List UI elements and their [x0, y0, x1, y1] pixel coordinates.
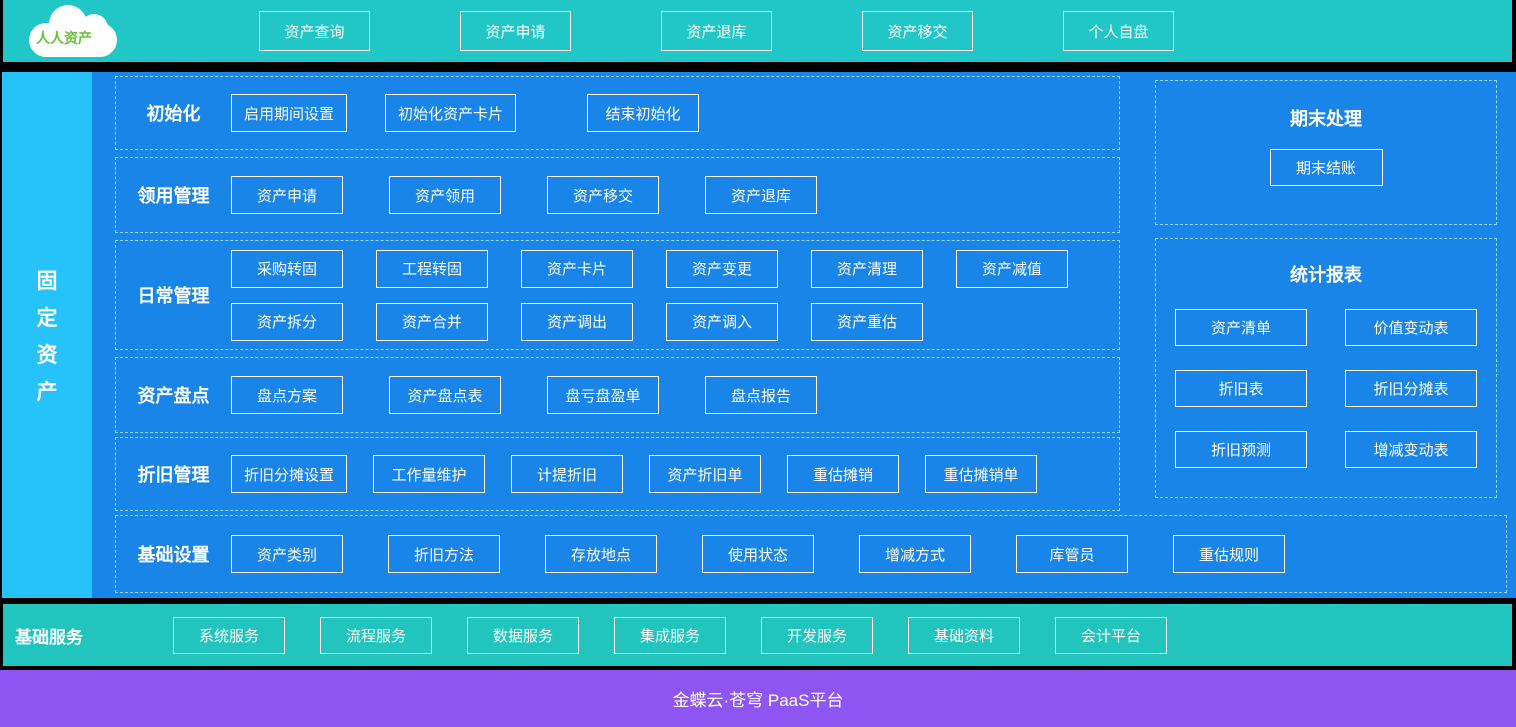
- section-button-group: 资产申请 资产领用 资产移交 资产退库: [231, 176, 1119, 214]
- button-asset-list[interactable]: 资产清单: [1175, 309, 1307, 346]
- button-depreciation-allocation-setting[interactable]: 折旧分摊设置: [231, 455, 348, 493]
- button-system-service[interactable]: 系统服务: [173, 616, 285, 654]
- sidebar-fixed-assets: 固 定 资 产: [2, 72, 92, 598]
- button-period-end-closing[interactable]: 期末结账: [1269, 149, 1383, 186]
- topbar-button-self-inventory[interactable]: 个人自盘: [1063, 11, 1174, 51]
- sidebar-title-char: 资: [36, 343, 58, 367]
- button-asset-change[interactable]: 资产变更: [666, 249, 778, 288]
- app-logo: 人人资产: [29, 5, 117, 57]
- report-button-grid: 资产清单 价值变动表 折旧表 折旧分摊表 折旧预测 增减变动表: [1156, 309, 1496, 468]
- section-button-group: 采购转固 工程转固 资产卡片 资产变更 资产清理 资产减值 资产拆分 资产合并 …: [231, 249, 1119, 341]
- basic-services-bar: 基础服务 系统服务 流程服务 数据服务 集成服务 开发服务 基础资料 会计平台: [3, 604, 1512, 666]
- button-depreciation-method[interactable]: 折旧方法: [388, 535, 500, 573]
- sidebar-title-char: 产: [36, 380, 58, 404]
- section-label: 日常管理: [137, 286, 210, 306]
- platform-footer-bar: 金蝶云·苍穹 PaaS平台: [0, 670, 1516, 727]
- button-warehouse-keeper[interactable]: 库管员: [1016, 535, 1128, 573]
- button-value-change-table[interactable]: 价值变动表: [1345, 309, 1477, 346]
- section-button-group: 资产类别 折旧方法 存放地点 使用状态 增减方式 库管员 重估规则: [231, 535, 1506, 573]
- section-depreciation-management: 折旧管理 折旧分摊设置 工作量维护 计提折旧 资产折旧单 重估摊销 重估摊销单: [115, 437, 1120, 511]
- button-init-asset-card[interactable]: 初始化资产卡片: [385, 94, 517, 132]
- button-asset-receive[interactable]: 资产领用: [389, 176, 501, 214]
- section-asset-inventory: 资产盘点 盘点方案 资产盘点表 盘亏盘盈单 盘点报告: [115, 357, 1120, 433]
- button-asset-inventory-table[interactable]: 资产盘点表: [389, 376, 501, 414]
- button-basic-data[interactable]: 基础资料: [908, 616, 1020, 654]
- panel-title: 期末处理: [1290, 109, 1362, 129]
- section-basic-settings: 基础设置 资产类别 折旧方法 存放地点 使用状态 增减方式 库管员 重估规则: [115, 515, 1507, 593]
- section-label: 折旧管理: [137, 465, 210, 485]
- topbar-button-group: 资产查询 资产申请 资产退库 资产移交 个人自盘: [259, 11, 1174, 51]
- sidebar-title-char: 定: [36, 306, 58, 330]
- button-depreciation-allocation-table[interactable]: 折旧分摊表: [1345, 370, 1477, 407]
- button-revaluation-rule[interactable]: 重估规则: [1173, 535, 1285, 573]
- button-asset-depreciation-bill[interactable]: 资产折旧单: [649, 455, 762, 493]
- button-asset-transfer[interactable]: 资产移交: [547, 176, 659, 214]
- services-label: 基础服务: [15, 627, 83, 647]
- button-project-to-fixed[interactable]: 工程转固: [376, 249, 488, 288]
- section-requisition-management: 领用管理 资产申请 资产领用 资产移交 资产退库: [115, 157, 1120, 233]
- section-button-group: 折旧分摊设置 工作量维护 计提折旧 资产折旧单 重估摊销 重估摊销单: [231, 455, 1119, 493]
- button-inventory-loss-gain[interactable]: 盘亏盘盈单: [547, 376, 659, 414]
- section-label: 基础设置: [137, 545, 210, 565]
- services-button-group: 系统服务 流程服务 数据服务 集成服务 开发服务 基础资料 会计平台: [173, 616, 1167, 654]
- topbar-button-asset-apply[interactable]: 资产申请: [460, 11, 571, 51]
- button-enable-period-setting[interactable]: 启用期间设置: [231, 94, 348, 132]
- button-development-service[interactable]: 开发服务: [761, 616, 873, 654]
- button-asset-split[interactable]: 资产拆分: [231, 302, 343, 341]
- topbar-button-asset-query[interactable]: 资产查询: [259, 11, 370, 51]
- button-revaluation-amortization[interactable]: 重估摊销: [787, 455, 900, 493]
- app-logo-label: 人人资产: [36, 30, 92, 46]
- section-label: 领用管理: [137, 186, 210, 206]
- button-workload-maintenance[interactable]: 工作量维护: [373, 455, 486, 493]
- button-asset-revaluation[interactable]: 资产重估: [811, 302, 923, 341]
- button-data-service[interactable]: 数据服务: [467, 616, 579, 654]
- panel-statistical-reports: 统计报表 资产清单 价值变动表 折旧表 折旧分摊表 折旧预测 增减变动表: [1155, 238, 1497, 498]
- button-asset-merge[interactable]: 资产合并: [376, 302, 488, 341]
- button-increase-decrease-change-table[interactable]: 增减变动表: [1345, 431, 1477, 468]
- section-label: 初始化: [146, 104, 201, 124]
- button-accounting-platform[interactable]: 会计平台: [1055, 616, 1167, 654]
- button-storage-location[interactable]: 存放地点: [545, 535, 657, 573]
- button-purchase-to-fixed[interactable]: 采购转固: [231, 249, 343, 288]
- button-revaluation-amortization-bill[interactable]: 重估摊销单: [925, 455, 1038, 493]
- button-depreciation-table[interactable]: 折旧表: [1175, 370, 1307, 407]
- section-button-group: 启用期间设置 初始化资产卡片 结束初始化: [231, 94, 1119, 132]
- section-daily-management: 日常管理 采购转固 工程转固 资产卡片 资产变更 资产清理 资产减值 资产拆分 …: [115, 240, 1120, 350]
- button-usage-status[interactable]: 使用状态: [702, 535, 814, 573]
- button-inventory-plan[interactable]: 盘点方案: [231, 376, 343, 414]
- top-bar: 人人资产 资产查询 资产申请 资产退库 资产移交 个人自盘: [3, 0, 1512, 62]
- button-asset-transfer-out[interactable]: 资产调出: [521, 302, 633, 341]
- sidebar-title-char: 固: [36, 269, 58, 293]
- topbar-button-asset-return[interactable]: 资产退库: [661, 11, 772, 51]
- button-asset-apply[interactable]: 资产申请: [231, 176, 343, 214]
- button-asset-transfer-in[interactable]: 资产调入: [666, 302, 778, 341]
- section-initialization: 初始化 启用期间设置 初始化资产卡片 结束初始化: [115, 76, 1120, 150]
- button-asset-card[interactable]: 资产卡片: [521, 249, 633, 288]
- cloud-icon-body: [29, 23, 117, 57]
- button-finish-init[interactable]: 结束初始化: [587, 94, 700, 132]
- button-integration-service[interactable]: 集成服务: [614, 616, 726, 654]
- button-asset-cleanup[interactable]: 资产清理: [811, 249, 923, 288]
- topbar-button-asset-transfer[interactable]: 资产移交: [862, 11, 973, 51]
- panel-period-end-processing: 期末处理 期末结账: [1155, 80, 1497, 225]
- button-asset-impairment[interactable]: 资产减值: [956, 249, 1068, 288]
- button-process-service[interactable]: 流程服务: [320, 616, 432, 654]
- section-button-group: 盘点方案 资产盘点表 盘亏盘盈单 盘点报告: [231, 376, 1119, 414]
- button-increase-decrease-method[interactable]: 增减方式: [859, 535, 971, 573]
- panel-title: 统计报表: [1290, 265, 1362, 285]
- section-label: 资产盘点: [137, 386, 210, 406]
- button-accrue-depreciation[interactable]: 计提折旧: [511, 455, 624, 493]
- button-asset-category[interactable]: 资产类别: [231, 535, 343, 573]
- platform-title: 金蝶云·苍穹 PaaS平台: [672, 691, 844, 710]
- button-inventory-report[interactable]: 盘点报告: [705, 376, 817, 414]
- main-module-canvas: 初始化 启用期间设置 初始化资产卡片 结束初始化 领用管理 资产申请 资产领用 …: [92, 72, 1516, 598]
- button-depreciation-forecast[interactable]: 折旧预测: [1175, 431, 1307, 468]
- button-asset-return[interactable]: 资产退库: [705, 176, 817, 214]
